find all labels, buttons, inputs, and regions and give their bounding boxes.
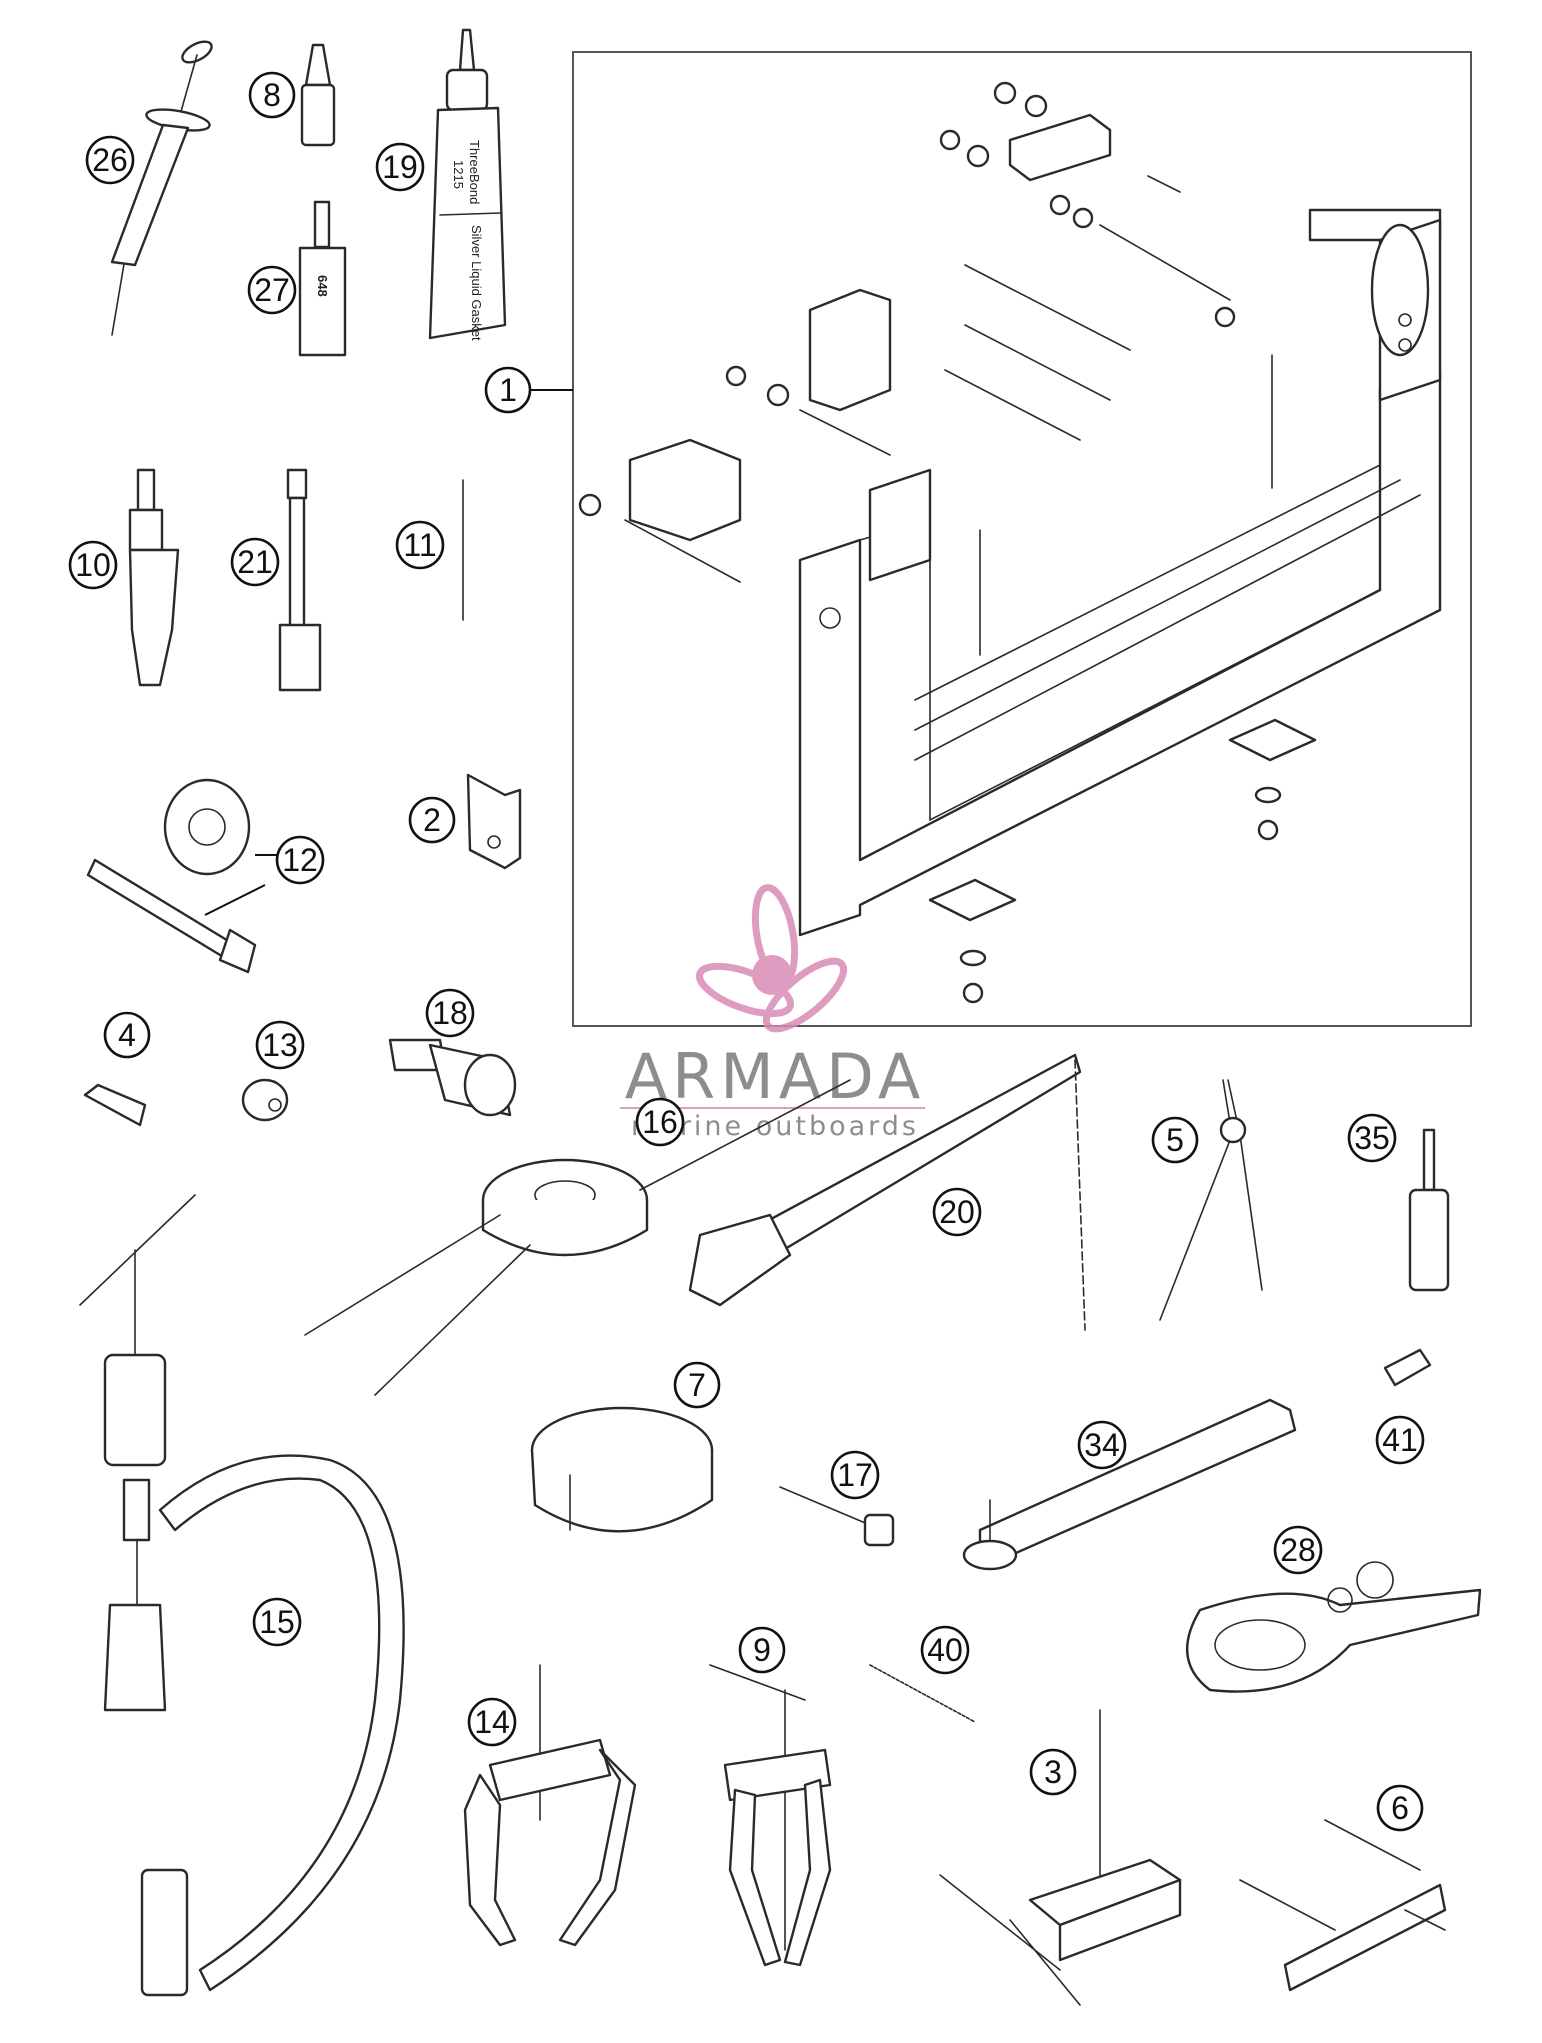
svg-text:20: 20 bbox=[939, 1194, 975, 1230]
svg-text:19: 19 bbox=[382, 149, 418, 185]
svg-text:41: 41 bbox=[1382, 1422, 1418, 1458]
bolt-and-bushing-12 bbox=[86, 778, 257, 974]
svg-text:13: 13 bbox=[262, 1027, 298, 1063]
svg-text:26: 26 bbox=[92, 142, 128, 178]
callout-1: 1 bbox=[484, 366, 532, 414]
crankshaft-puller-16 bbox=[304, 1079, 851, 1396]
svg-text:15: 15 bbox=[259, 1604, 295, 1640]
callout-2: 2 bbox=[408, 796, 456, 844]
grease-syringe bbox=[110, 40, 213, 336]
svg-text:7: 7 bbox=[688, 1367, 706, 1403]
svg-text:14: 14 bbox=[474, 1704, 510, 1740]
three-jaw-puller-14 bbox=[463, 1664, 637, 1947]
callout-41: 41 bbox=[1375, 1415, 1425, 1465]
svg-text:21: 21 bbox=[237, 544, 273, 580]
plug-13 bbox=[241, 1078, 289, 1122]
engine-stand bbox=[578, 81, 1442, 1004]
thread-lock-small-bottle bbox=[300, 43, 336, 147]
callout-17: 17 bbox=[830, 1450, 880, 1500]
threaded-rod-40 bbox=[869, 1664, 976, 1723]
callout-40: 40 bbox=[920, 1625, 970, 1675]
callout-16: 16 bbox=[635, 1097, 685, 1147]
callout-3: 3 bbox=[1029, 1748, 1077, 1796]
callout-7: 7 bbox=[673, 1361, 721, 1409]
callout-15: 15 bbox=[252, 1597, 302, 1647]
svg-text:2: 2 bbox=[423, 802, 441, 838]
callout-27: 27 bbox=[247, 265, 297, 315]
svg-text:6: 6 bbox=[1391, 1790, 1409, 1826]
svg-text:28: 28 bbox=[1280, 1532, 1316, 1568]
threebond-code-label: 1215 bbox=[451, 160, 466, 189]
holding-wrench-34 bbox=[962, 1398, 1297, 1571]
svg-text:10: 10 bbox=[75, 547, 111, 583]
svg-text:9: 9 bbox=[753, 1632, 771, 1668]
callout-11: 11 bbox=[395, 520, 445, 570]
svg-text:11: 11 bbox=[403, 527, 436, 563]
svg-text:5: 5 bbox=[1166, 1122, 1184, 1158]
watermark-brand: ARMADA bbox=[625, 1040, 925, 1113]
piston-ring-compressor-7 bbox=[530, 1406, 714, 1533]
svg-text:16: 16 bbox=[642, 1104, 678, 1140]
callout-34: 34 bbox=[1077, 1420, 1127, 1470]
callout-8: 8 bbox=[248, 71, 296, 119]
threebond-brand-label: ThreeBond bbox=[467, 140, 482, 204]
callout-35: 35 bbox=[1347, 1113, 1397, 1163]
svg-text:27: 27 bbox=[254, 272, 290, 308]
callout-19: 19 bbox=[375, 142, 425, 192]
callout-20: 20 bbox=[932, 1187, 982, 1237]
svg-text:18: 18 bbox=[432, 995, 468, 1031]
propeller-logo-icon bbox=[695, 884, 848, 1033]
adapter-18 bbox=[388, 1038, 517, 1117]
two-jaw-puller-9 bbox=[709, 1664, 832, 1967]
loctite-648-bottle: 648 bbox=[298, 200, 347, 357]
holding-plate-28 bbox=[1186, 1561, 1482, 1693]
callout-14: 14 bbox=[467, 1697, 517, 1747]
svg-text:1: 1 bbox=[499, 372, 517, 408]
callout-10: 10 bbox=[68, 540, 118, 590]
callout-28: 28 bbox=[1273, 1525, 1323, 1575]
circlip-pliers-5 bbox=[1159, 1079, 1263, 1321]
puller-6 bbox=[1239, 1819, 1447, 1992]
flywheel-puller-3 bbox=[939, 1709, 1182, 2006]
chain-wrench-20 bbox=[688, 1053, 1086, 1331]
callout-4: 4 bbox=[103, 1011, 151, 1059]
callout-18: 18 bbox=[425, 988, 475, 1038]
svg-text:34: 34 bbox=[1084, 1427, 1120, 1463]
svg-text:12: 12 bbox=[282, 842, 318, 878]
svg-text:3: 3 bbox=[1044, 1754, 1062, 1790]
loctite-code-label: 648 bbox=[315, 275, 330, 297]
leader-12b bbox=[204, 884, 266, 916]
svg-text:35: 35 bbox=[1354, 1120, 1390, 1156]
svg-text:17: 17 bbox=[837, 1457, 873, 1493]
cone-4 bbox=[83, 1083, 147, 1127]
callout-21: 21 bbox=[230, 537, 280, 587]
threebond-sealant-tube: ThreeBond 1215 Silver Liquid Gasket bbox=[428, 28, 507, 341]
screw-41 bbox=[1383, 1348, 1432, 1387]
callout-12: 12 bbox=[275, 835, 325, 885]
callout-5: 5 bbox=[1151, 1116, 1199, 1164]
svg-text:8: 8 bbox=[263, 77, 281, 113]
svg-text:4: 4 bbox=[118, 1017, 136, 1053]
installation-drift-21 bbox=[278, 468, 322, 692]
needle-17 bbox=[779, 1486, 895, 1547]
pin-tool-35 bbox=[1408, 1128, 1450, 1292]
valve-spring-compressor-15 bbox=[79, 1194, 405, 1997]
threebond-sub-label: Silver Liquid Gasket bbox=[469, 225, 484, 341]
callout-6: 6 bbox=[1376, 1784, 1424, 1832]
bearing-puller-10 bbox=[128, 468, 180, 687]
engine-stand-kit-frame bbox=[572, 51, 1472, 1027]
callout-13: 13 bbox=[255, 1020, 305, 1070]
callout-9: 9 bbox=[738, 1626, 786, 1674]
callout-26: 26 bbox=[85, 135, 135, 185]
bracket-2 bbox=[466, 773, 522, 870]
svg-text:40: 40 bbox=[927, 1632, 963, 1668]
